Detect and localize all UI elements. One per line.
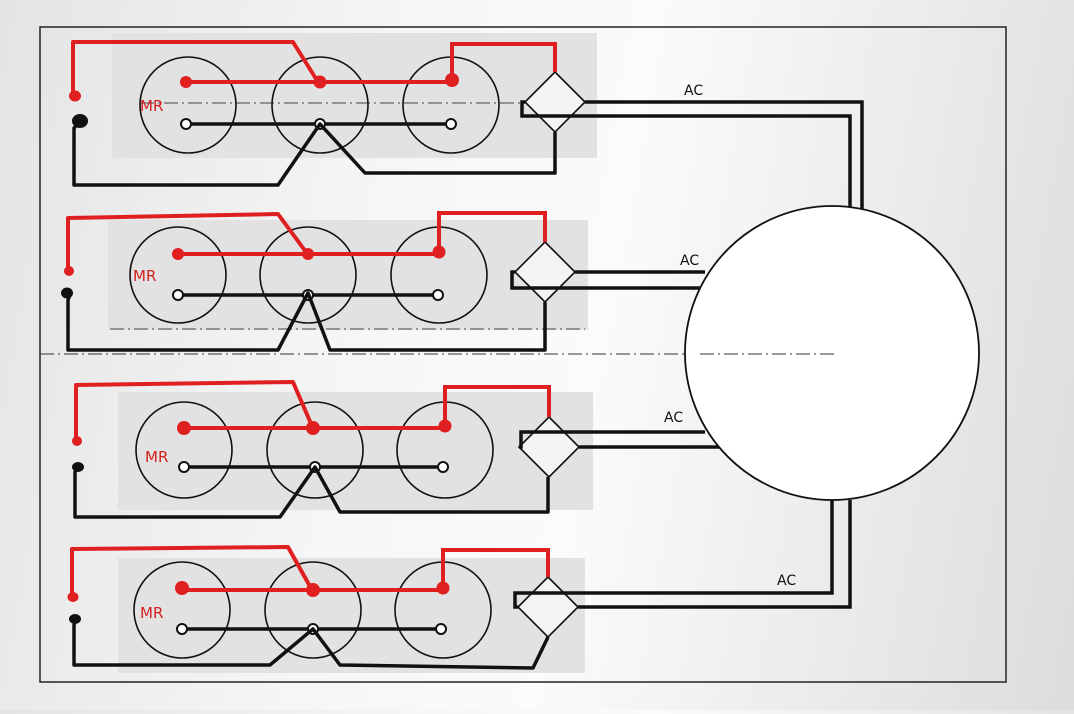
row-4-red-terminal-3 (436, 581, 450, 595)
row-1-ac-wire-a (520, 100, 852, 210)
row-1-red-lead-end (69, 90, 81, 102)
row-3-black-terminal-1 (178, 461, 190, 473)
row-1-black-terminal-1 (180, 118, 192, 130)
row-2-black-return (66, 291, 547, 352)
row-4-black-terminal-1 (176, 623, 188, 635)
row-1-coil-1 (139, 56, 237, 154)
row-3-red-feed (74, 380, 314, 440)
row-3-red-terminal-1 (177, 421, 191, 435)
row-2-black-terminal-1 (172, 289, 184, 301)
row-4-red-terminal-1 (175, 581, 189, 595)
row-3-panel (118, 392, 593, 510)
row-1-black-lead-end (72, 114, 88, 128)
row-1-black-terminal-3 (445, 118, 457, 130)
row-2-coil-1 (129, 226, 227, 324)
row-3-black-terminal-3 (437, 461, 449, 473)
row-4-black-terminal-3 (435, 623, 447, 635)
row-1-red-terminal-1 (180, 76, 192, 88)
row-3-coil-2 (266, 401, 364, 499)
row-2-red-terminal-1 (172, 248, 184, 260)
row-3: MR AC (72, 380, 722, 519)
row-2-black-lead-end (61, 287, 73, 299)
row-1-coil-2 (271, 56, 369, 154)
row-1-red-feed (71, 40, 320, 95)
row-3-ac-label: AC (664, 410, 683, 426)
row-2-red-lead-end (64, 266, 74, 276)
row-4-ac-wire-a (513, 500, 834, 609)
row-3-ac-wire-a (519, 430, 705, 449)
row-4: MR AC (67, 500, 852, 673)
row-3-red-terminal-2 (306, 421, 320, 435)
row-4-red-feed (70, 545, 314, 596)
row-2-red-feed (66, 212, 308, 270)
row-2: MR AC (61, 211, 705, 352)
row-1-red-terminal-3 (445, 73, 459, 87)
row-3-red-terminal-3 (438, 419, 452, 433)
row-2-panel (108, 220, 588, 330)
row-1-black-return (72, 122, 557, 187)
main-machine (684, 205, 980, 501)
row-4-panel (118, 558, 585, 673)
row-2-ac-label: AC (680, 253, 699, 269)
row-4-coil-1 (133, 561, 231, 659)
row-2-black-terminal-3 (432, 289, 444, 301)
row-4-red-lead-end (67, 592, 79, 602)
row-2-red-terminal-2 (302, 248, 314, 260)
row-4-ac-wire-b (578, 500, 852, 609)
row-1-panel (112, 33, 597, 158)
row-4-coil-2 (264, 561, 362, 659)
row-3-mr-label: MR (145, 448, 168, 466)
row-3-red-bridge-feed (443, 385, 551, 426)
row-4-black-return (72, 619, 550, 670)
row-2-red-bridge-feed (437, 211, 547, 252)
row-1-ac-label: AC (684, 83, 703, 99)
row-3-red-lead-end (72, 436, 82, 446)
row-4-ac-label: AC (777, 573, 796, 589)
row-4-mr-label: MR (140, 604, 163, 622)
row-1-red-terminal-2 (313, 75, 327, 89)
row-4-black-lead-end (69, 614, 81, 624)
row-2-ac-wire-a (510, 270, 705, 290)
row-4-red-bridge-feed (441, 548, 550, 588)
row-2-red-terminal-3 (432, 245, 446, 259)
row-3-black-return (73, 465, 550, 519)
row-1-mr-label: MR (140, 97, 163, 115)
row-1-ac-wire-b (585, 100, 864, 210)
row-2-mr-label: MR (133, 267, 156, 285)
row-4-red-terminal-2 (306, 583, 320, 597)
row-3-black-lead-end (72, 462, 84, 472)
row-1: MR AC (69, 33, 864, 210)
row-2-coil-2 (259, 226, 357, 324)
row-1-red-bridge-feed (450, 42, 557, 82)
row-3-coil-1 (135, 401, 233, 499)
